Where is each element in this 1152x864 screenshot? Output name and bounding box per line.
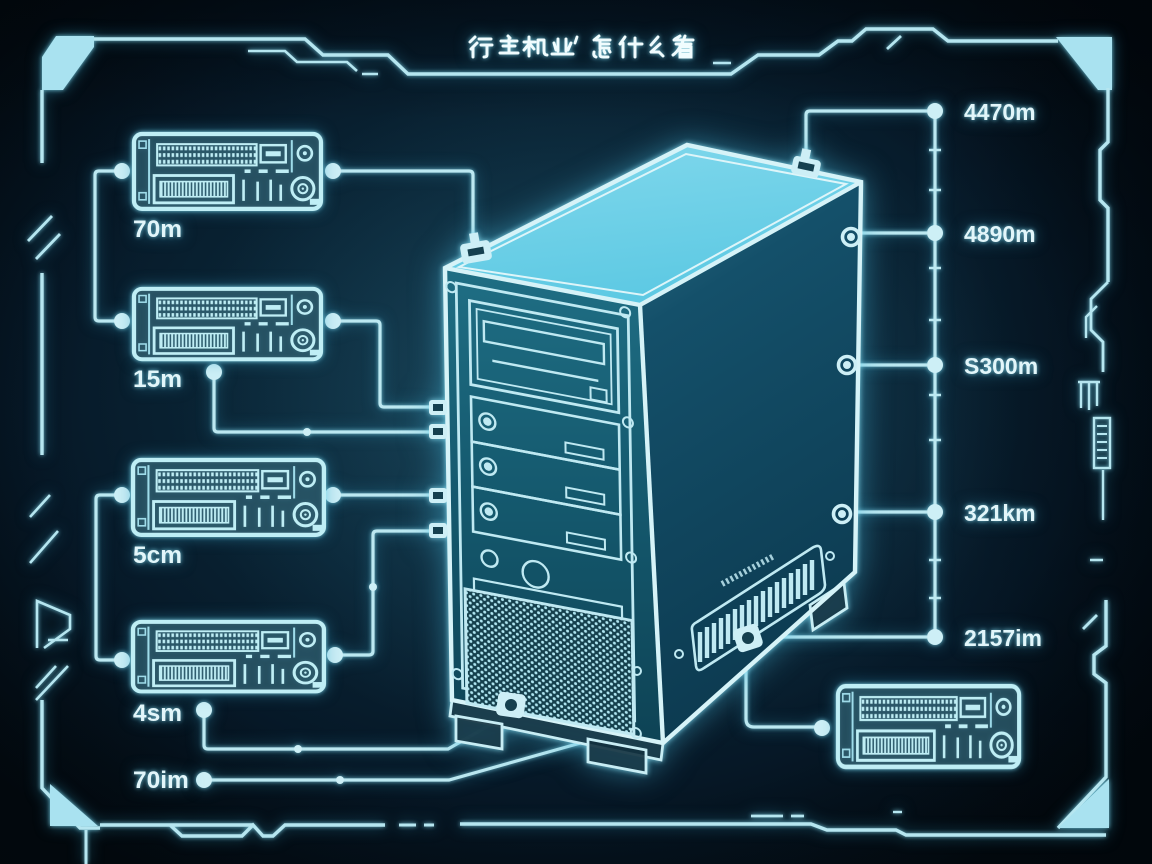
svg-text:S300m: S300m bbox=[964, 353, 1038, 379]
svg-text:321km: 321km bbox=[964, 500, 1036, 526]
svg-text:2157im: 2157im bbox=[964, 625, 1042, 651]
svg-text:70m: 70m bbox=[133, 216, 182, 243]
svg-text:4sm: 4sm bbox=[133, 700, 182, 727]
svg-text:70im: 70im bbox=[133, 767, 189, 794]
svg-text:4890m: 4890m bbox=[964, 221, 1036, 247]
svg-text:5cm: 5cm bbox=[133, 542, 182, 569]
svg-text:15m: 15m bbox=[133, 366, 182, 393]
svg-text:4470m: 4470m bbox=[964, 99, 1036, 125]
